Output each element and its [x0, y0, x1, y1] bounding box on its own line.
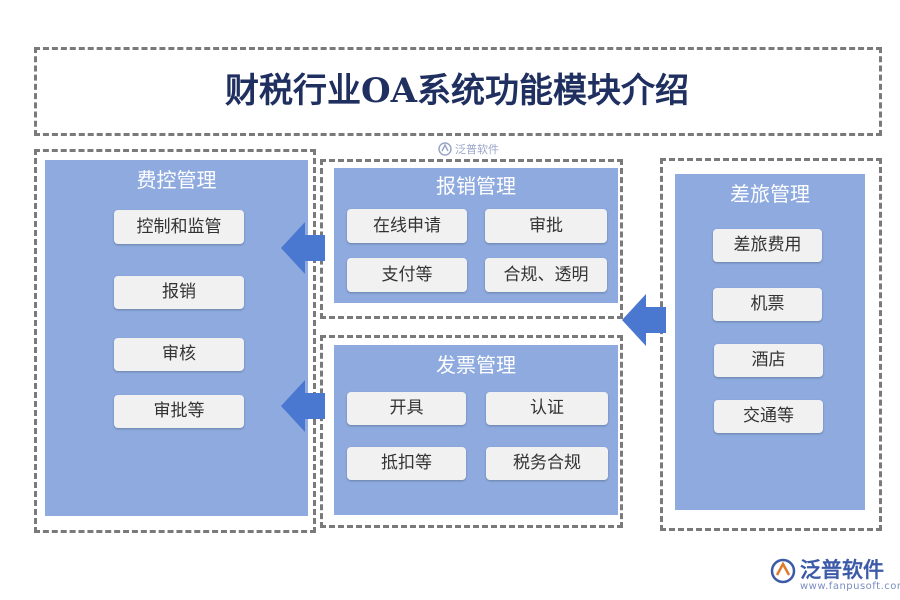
travel-item: 交通等: [714, 400, 823, 433]
expense-control-item: 控制和监管: [114, 210, 244, 244]
travel-item: 差旅费用: [713, 229, 822, 262]
invoice-item: 税务合规: [486, 447, 608, 480]
title-frame: [34, 47, 882, 136]
expense-control-frame: [34, 149, 316, 533]
expense-control-item: 报销: [114, 276, 244, 309]
travel-title: 差旅管理: [730, 182, 810, 206]
travel-panel: 差旅管理 差旅费用 机票 酒店 交通等: [675, 174, 865, 510]
travel-frame: [660, 158, 882, 531]
reimbursement-panel: 报销管理 在线申请 审批 支付等 合规、透明: [334, 168, 618, 303]
brand-logo-icon: [438, 142, 452, 156]
expense-control-item: 审核: [114, 338, 244, 371]
reimbursement-item: 支付等: [347, 258, 467, 292]
invoice-panel: 发票管理 开具 认证 抵扣等 税务合规: [334, 345, 618, 515]
reimbursement-item: 在线申请: [347, 209, 467, 243]
brand-logo-icon: [770, 558, 796, 584]
page-title: 财税行业OA系统功能模块介绍: [225, 71, 689, 111]
brand-name: 泛普软件: [800, 558, 884, 582]
expense-control-title: 费控管理: [136, 168, 217, 192]
invoice-item: 认证: [486, 392, 608, 425]
travel-item: 机票: [713, 288, 822, 321]
invoice-item: 开具: [347, 392, 466, 425]
invoice-item: 抵扣等: [347, 447, 466, 480]
watermark-text: 泛普软件: [455, 143, 499, 156]
reimbursement-item: 合规、透明: [485, 258, 607, 292]
invoice-title: 发票管理: [436, 353, 516, 377]
reimbursement-title: 报销管理: [436, 174, 516, 198]
expense-control-item: 审批等: [114, 395, 244, 428]
arrow-left-icon: [622, 294, 666, 346]
expense-control-panel: 费控管理 控制和监管 报销 审核 审批等: [45, 160, 308, 516]
watermark: 泛普软件: [438, 141, 499, 157]
brand-logo: 泛普软件 www.fanpusoft.com: [770, 554, 900, 594]
arrow-left-icon: [281, 222, 325, 274]
brand-url: www.fanpusoft.com: [800, 581, 900, 592]
invoice-frame: [320, 335, 623, 528]
travel-item: 酒店: [714, 344, 823, 377]
reimbursement-item: 审批: [485, 209, 607, 243]
arrow-left-icon: [281, 380, 325, 432]
